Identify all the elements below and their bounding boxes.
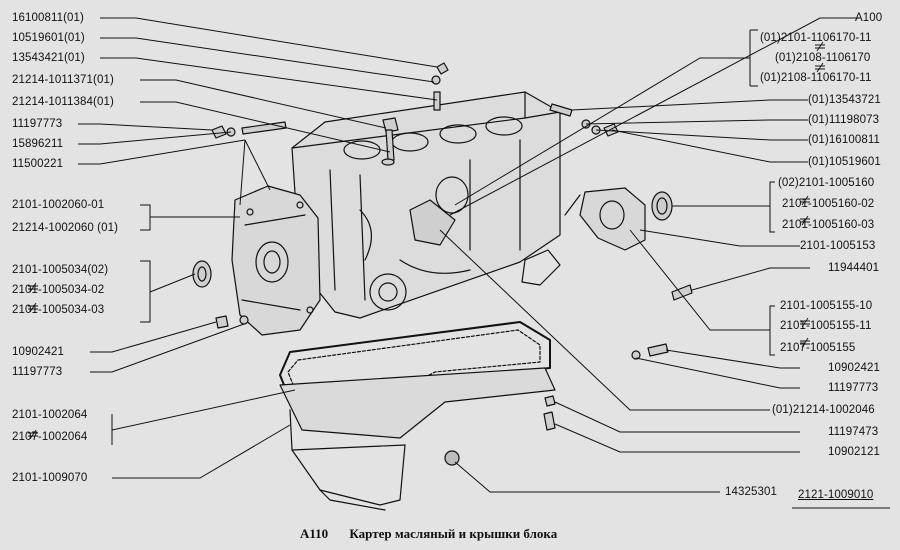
part-label: 2101-1005034-02 xyxy=(12,284,105,296)
part-label: 11944401 xyxy=(828,262,880,274)
engine-block xyxy=(291,91,561,319)
part-label: 2101-1005155-10 xyxy=(780,300,873,312)
assembly-label: 2121-1009010 xyxy=(798,489,874,501)
rear-seal xyxy=(651,191,673,221)
part-label: 10902421 xyxy=(828,362,880,374)
part-label: 14325301 xyxy=(725,486,777,498)
figure-caption: A110 Картер масляный и крышки блока xyxy=(300,526,557,542)
part-label: (01)21214-1002046 xyxy=(772,404,875,416)
part-label: A100 xyxy=(855,12,883,24)
part-label: (01)13543721 xyxy=(808,94,881,106)
part-label: 10902121 xyxy=(828,446,880,458)
part-label: (01)2108-1106170 xyxy=(775,52,871,64)
part-label: 2107-1002064 xyxy=(12,431,88,443)
drain-plug xyxy=(444,450,460,466)
part-label: (01)10519601 xyxy=(808,156,881,168)
part-label: 2101-1002064 xyxy=(12,409,88,421)
part-label: (01)2108-1106170-11 xyxy=(760,72,872,84)
figure-title: Картер масляный и крышки блока xyxy=(349,526,558,541)
front-seal xyxy=(192,260,212,288)
part-label: 10902421 xyxy=(12,346,64,358)
figure-code: A110 xyxy=(300,526,329,541)
part-label: 2101-1002060-01 xyxy=(12,199,105,211)
part-label: 2101-1009070 xyxy=(12,472,88,484)
part-label: 21214-1011371(01) xyxy=(12,74,114,86)
part-label: (01)11198073 xyxy=(808,114,880,126)
part-label: 2101-1005034-03 xyxy=(12,304,105,316)
part-label: 21214-1002060 (01) xyxy=(12,222,119,234)
oil-pan xyxy=(279,367,556,511)
part-label: 11197773 xyxy=(12,366,63,378)
part-label: 21214-1011384(01) xyxy=(12,96,114,108)
leader-lines xyxy=(78,17,890,509)
part-label: 11500221 xyxy=(12,158,64,170)
part-label: 10519601(01) xyxy=(12,32,85,44)
part-label: 2101-1005153 xyxy=(800,240,876,252)
alt-marks xyxy=(28,41,825,440)
part-label: 13543421(01) xyxy=(12,52,85,64)
part-label: 11197773 xyxy=(12,118,63,130)
rear-cover xyxy=(564,187,646,251)
part-label: (01)16100811 xyxy=(808,134,880,146)
part-label: 15896211 xyxy=(12,138,64,150)
part-label: 2101-1005155-11 xyxy=(780,320,872,332)
part-label: 16100811(01) xyxy=(12,12,84,24)
part-label: 2107-1005155 xyxy=(780,342,856,354)
part-label: 11197773 xyxy=(828,382,879,394)
part-label: 11197473 xyxy=(828,426,879,438)
part-label: 2101-1005160-03 xyxy=(782,219,875,231)
front-cover xyxy=(231,185,321,336)
part-label: 2101-1005160-02 xyxy=(782,198,875,210)
part-label: (01)2101-1106170-11 xyxy=(760,32,872,44)
part-label: 2101-1005034(02) xyxy=(12,264,109,276)
part-label: (02)2101-1005160 xyxy=(778,177,875,189)
